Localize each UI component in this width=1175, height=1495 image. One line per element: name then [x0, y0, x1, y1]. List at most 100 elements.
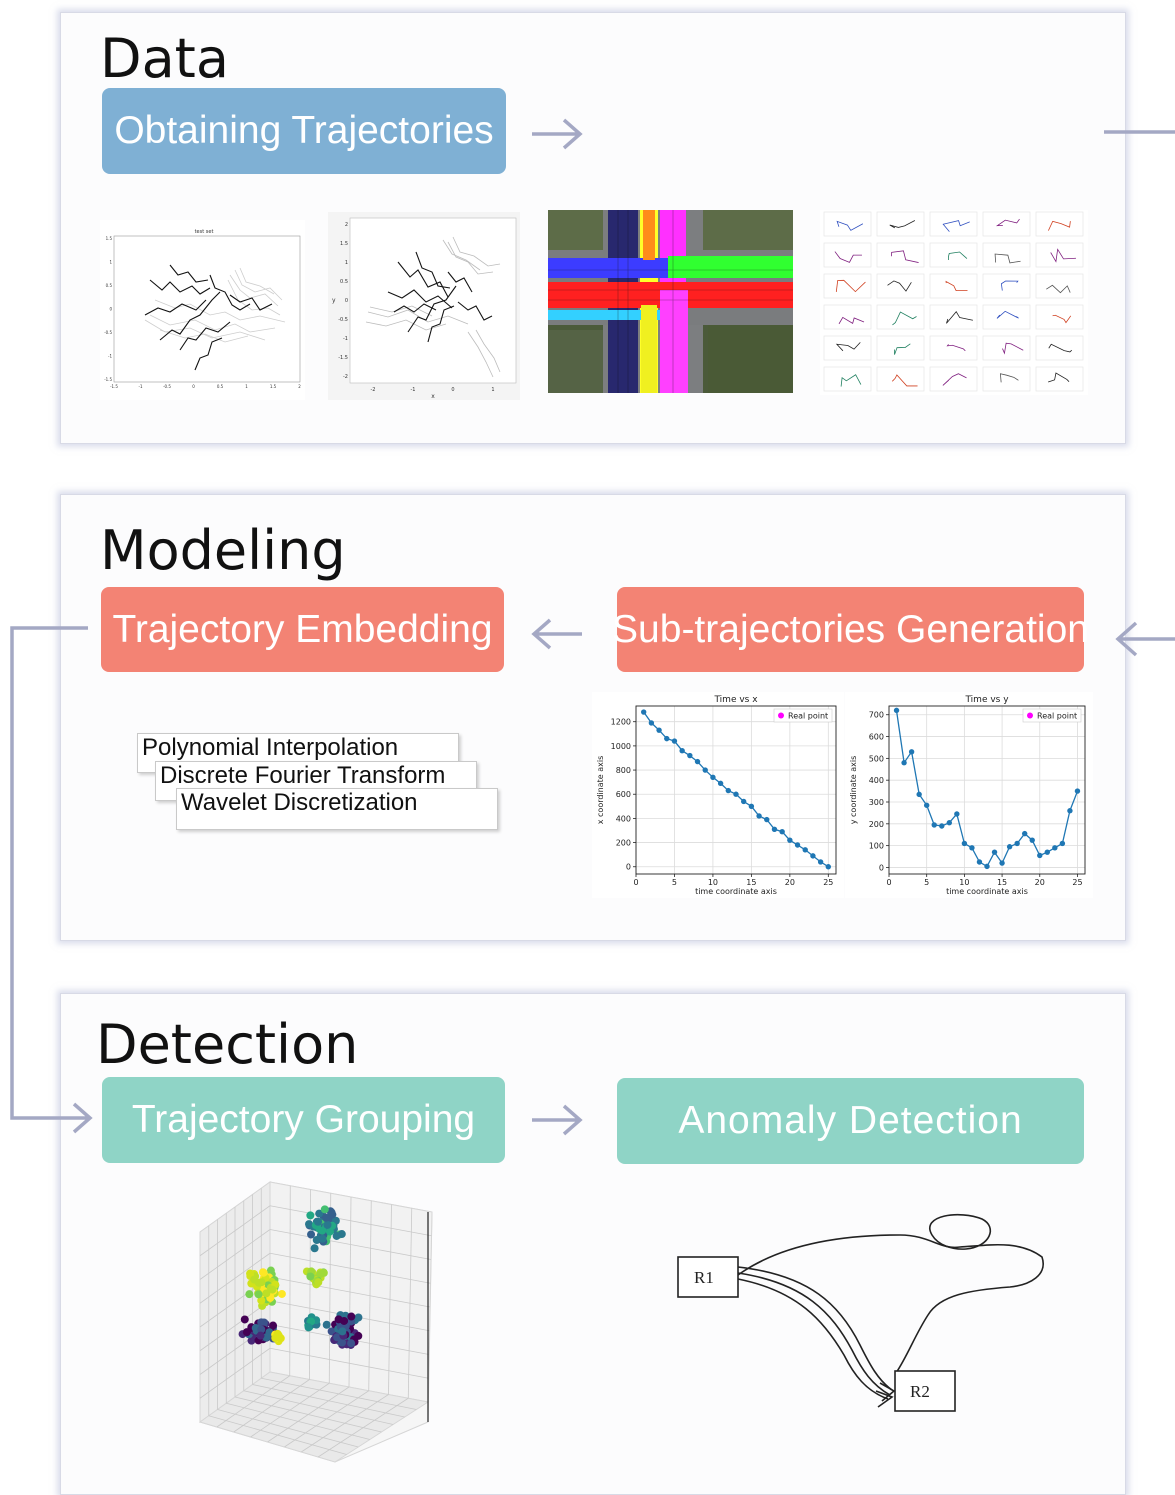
- data-point: [901, 760, 907, 766]
- cluster-point: [306, 1272, 315, 1281]
- grid-trajectory: [835, 342, 861, 352]
- modeling-section-title: Modeling: [100, 519, 346, 582]
- grid-trajectory: [1050, 248, 1076, 263]
- grid-trajectory: [1048, 372, 1070, 383]
- grid-trajectory: [1046, 284, 1071, 294]
- cluster-point: [277, 1289, 286, 1298]
- y-tick-label: 400: [616, 814, 631, 823]
- y-tick-label: 1200: [611, 718, 631, 727]
- grid-cell: [982, 304, 1031, 330]
- data-point: [931, 822, 937, 828]
- thumb1-xtick: -1.5: [110, 384, 118, 389]
- cluster-point: [310, 1244, 319, 1253]
- data-point: [687, 752, 693, 759]
- thumb2-xtick: -1: [411, 387, 416, 393]
- cluster-point: [262, 1289, 271, 1298]
- thumb2-xtick: -2: [371, 387, 376, 393]
- chart-title: Time vs x: [713, 695, 758, 705]
- trajectory-grid-thumbnail: [820, 210, 1088, 395]
- grid-trajectory: [834, 251, 862, 263]
- grid-cell: [823, 304, 872, 330]
- data-point: [664, 735, 670, 742]
- data-point: [991, 849, 998, 855]
- legend-label: Real point: [1037, 712, 1077, 721]
- cluster-point: [268, 1285, 277, 1294]
- cluster-point: [332, 1231, 341, 1240]
- thumb2-ylabel: y: [332, 297, 336, 304]
- thumb1-xtick: 0: [192, 384, 195, 389]
- grid-cell: [823, 366, 872, 392]
- x-tick-label: 5: [672, 878, 677, 887]
- y-tick-label: 700: [869, 711, 884, 720]
- cube-gridline: [261, 1377, 417, 1410]
- cluster-point: [315, 1209, 324, 1218]
- cluster-point: [347, 1339, 356, 1348]
- cluster-point: [323, 1220, 332, 1229]
- cluster-point: [338, 1327, 347, 1336]
- grid-trajectory: [994, 253, 1021, 264]
- data-point: [1029, 837, 1035, 843]
- right-arrow-icon-detection: [532, 1104, 583, 1136]
- chart-background: [845, 692, 1093, 898]
- data-point: [1037, 852, 1043, 859]
- grid-cell: [929, 273, 978, 299]
- grid-cell: [876, 304, 925, 330]
- thumb1-title: test set: [195, 229, 214, 235]
- grid-trajectory: [1002, 342, 1024, 355]
- grid-trajectory: [1048, 220, 1071, 231]
- incoming-left-arrow-icon: [1115, 621, 1175, 657]
- grid-trajectory: [999, 373, 1019, 383]
- grid-trajectory: [891, 250, 919, 263]
- grid-trajectory: [1000, 280, 1019, 291]
- data-point: [976, 859, 983, 865]
- data-point: [946, 820, 953, 826]
- grid-cell: [929, 304, 978, 330]
- x-axis-label: time coordinate axis: [946, 887, 1028, 896]
- region-r1-label: R1: [694, 1268, 714, 1287]
- x-tick-label: 20: [1035, 878, 1045, 887]
- cluster-point: [318, 1234, 327, 1243]
- cluster-point: [257, 1325, 266, 1334]
- cluster-3d-scatter-plot: [198, 1181, 433, 1463]
- cluster-point: [306, 1211, 315, 1220]
- data-point: [787, 837, 793, 843]
- grid-trajectory: [835, 279, 866, 293]
- legend-label: Real point: [788, 712, 828, 721]
- data-point: [725, 787, 732, 794]
- thumb1-ytick: 0: [109, 307, 112, 312]
- grid-trajectory: [887, 280, 912, 292]
- anomaly-detection-stage: Anomaly Detection: [617, 1078, 1084, 1164]
- region-r1-box: [677, 1256, 739, 1298]
- thumb1-xtick: 1.5: [270, 384, 277, 389]
- data-point: [640, 709, 647, 715]
- data-point: [702, 767, 708, 773]
- cluster-point: [269, 1321, 278, 1330]
- grid-cell: [1035, 335, 1084, 361]
- data-point: [923, 802, 930, 808]
- cube-gridline: [243, 1390, 394, 1425]
- data-point: [671, 738, 678, 744]
- data-point: [1052, 845, 1058, 851]
- grid-cell: [982, 211, 1031, 237]
- cluster-point: [327, 1327, 336, 1336]
- data-point: [740, 798, 747, 805]
- y-tick-label: 300: [869, 798, 884, 807]
- data-point: [969, 845, 975, 851]
- grid-trajectory: [894, 343, 911, 355]
- data-point: [1021, 830, 1028, 837]
- grid-cell: [876, 273, 925, 299]
- legend-marker: [778, 712, 784, 719]
- thumb1-ytick: -1.5: [104, 377, 112, 382]
- thumb1-ytick: -0.5: [104, 330, 112, 335]
- grid-trajectory: [942, 373, 967, 386]
- cluster-point: [257, 1296, 266, 1305]
- region-r2-label: R2: [910, 1382, 930, 1401]
- data-point: [1006, 844, 1013, 850]
- thumb2-ytick: -2: [343, 374, 348, 380]
